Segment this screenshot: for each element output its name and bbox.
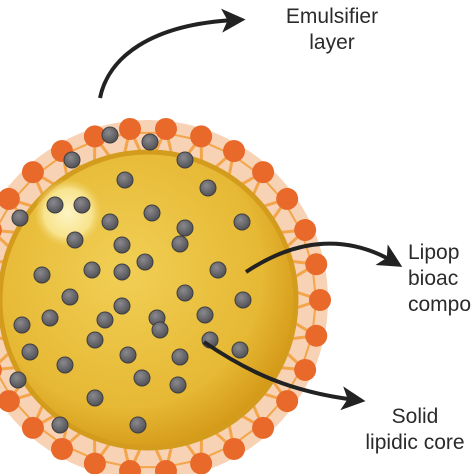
bioactive-compound-dot <box>233 213 251 231</box>
label-line: Emulsifier <box>285 5 379 28</box>
solid-lipid-nanoparticle <box>0 117 331 474</box>
bioactive-compound-dot <box>33 266 51 284</box>
bioactive-compound-dot <box>133 369 151 387</box>
label-line: compo <box>408 293 472 316</box>
emulsifier-head <box>294 358 317 381</box>
bioactive-compound-dot <box>51 416 69 434</box>
label-line: lipidic core <box>365 431 465 454</box>
bioactive-compound-dot <box>61 288 79 306</box>
solid-core-arrow <box>202 340 366 411</box>
pointer-arrows <box>98 8 403 411</box>
emulsifier-layer-label: Emulsifier layer <box>262 4 402 56</box>
emulsifier-head <box>0 223 2 237</box>
bioactive-compound-dot <box>46 196 64 214</box>
emulsifier-head <box>21 161 44 184</box>
bioactive-compound-dot <box>169 376 187 394</box>
bioactive-compound-dot <box>136 253 154 271</box>
emulsifier-head <box>0 390 20 413</box>
emulsifier-head <box>0 187 20 210</box>
bioactive-compound-dot <box>151 321 169 339</box>
bioactive-compound-dot <box>171 348 189 366</box>
bioactive-compound-dot <box>234 291 252 309</box>
bioactive-compound-dot <box>199 179 217 197</box>
emulsifier-head <box>83 452 106 474</box>
emulsifier-head <box>83 125 106 148</box>
emulsifier-head <box>309 289 331 311</box>
emulsifier-head <box>305 253 328 276</box>
emulsifier-head <box>0 363 2 377</box>
bioactive-compound-dot <box>113 297 131 315</box>
bioactive-compound-dot <box>21 343 39 361</box>
label-line: bioac <box>408 267 459 290</box>
bioactive-compound-dot <box>9 371 27 389</box>
bioactive-compound-dot <box>209 261 227 279</box>
emulsifier-head <box>190 125 213 148</box>
emulsifier-head <box>154 460 177 474</box>
emulsifier-head <box>154 117 177 140</box>
emulsifier-heads <box>0 117 331 474</box>
emulsifier-head <box>252 161 275 184</box>
bioactive-compound-dot <box>176 219 194 237</box>
bioactive-compound-dot <box>86 331 104 349</box>
emulsifier-head <box>21 416 44 439</box>
bioactive-compound-dot <box>73 196 91 214</box>
bioactive-compound-dot <box>231 341 249 359</box>
bioactive-compound-dot <box>113 236 131 254</box>
emulsifier-head <box>190 452 213 474</box>
bioactive-compound-dot <box>63 151 81 169</box>
bioactive-compound-dot <box>83 261 101 279</box>
bioactive-compound-dot <box>176 284 194 302</box>
emulsifier-head <box>252 416 275 439</box>
emulsifier-head <box>119 117 142 140</box>
solid-lipidic-core-label: Solid lipidic core <box>350 404 474 456</box>
bioactive-compound-dot <box>176 151 194 169</box>
bioactive-compound-dot <box>129 416 147 434</box>
bioactive-compound-dot <box>96 311 114 329</box>
bioactive-compound-dot <box>116 171 134 189</box>
bioactive-compound-dot <box>141 133 159 151</box>
emulsifier-tail <box>0 229 15 248</box>
bioactive-compound-dot <box>13 316 31 334</box>
bioactive-compound-dot <box>143 204 161 222</box>
bioactive-compound-dot <box>101 126 119 144</box>
emulsifier-tail <box>0 352 15 371</box>
label-line: layer <box>309 31 355 54</box>
emulsifier-head <box>294 219 317 242</box>
bioactive-compound-dot <box>101 213 119 231</box>
bioactive-compound-dot <box>41 309 59 327</box>
emulsifier-head <box>276 187 299 210</box>
bioactive-compound-dot <box>86 389 104 407</box>
bioactive-compound-dot <box>56 356 74 374</box>
emulsifier-head <box>305 324 328 347</box>
core-highlight <box>34 179 102 247</box>
label-line: Lipop <box>408 241 460 264</box>
emulsifier-head <box>276 390 299 413</box>
emulsifier-arrow <box>98 8 246 99</box>
lipophilic-arrow <box>244 241 403 274</box>
bioactive-compound-dot <box>171 235 189 253</box>
emulsifier-head <box>51 437 73 460</box>
bioactive-compound-dot <box>113 263 131 281</box>
lipophilic-bioactive-compounds <box>9 126 252 434</box>
bioactive-compound-dot <box>196 306 214 324</box>
bioactive-compound-dot <box>66 231 84 249</box>
bioactive-compound-dot <box>11 209 29 227</box>
lipophilic-bioactive-label: Lipop bioac compo <box>408 240 471 318</box>
label-line: Solid <box>391 405 439 428</box>
emulsifier-head <box>223 140 245 163</box>
emulsifier-head <box>119 460 142 474</box>
bioactive-compound-dot <box>119 346 137 364</box>
emulsifier-head <box>223 437 245 460</box>
